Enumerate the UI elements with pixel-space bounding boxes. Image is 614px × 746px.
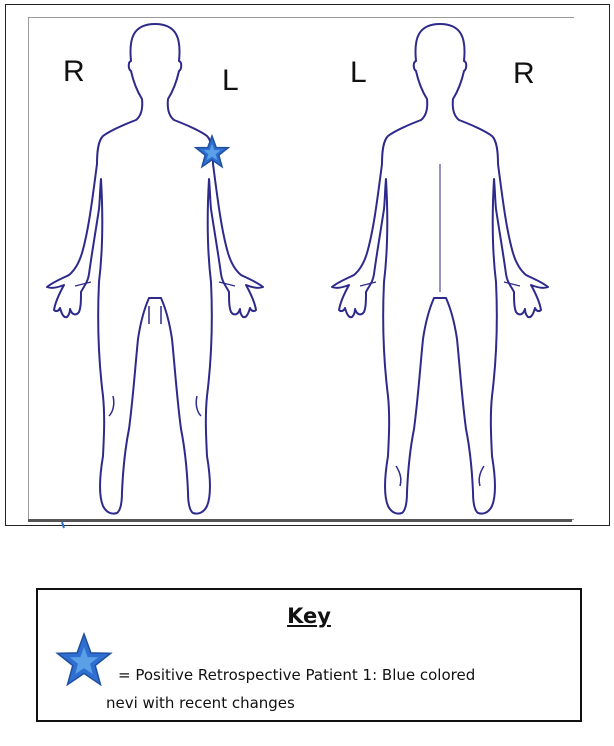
- front-body-outline: [47, 24, 263, 514]
- key-title: Key: [38, 604, 580, 628]
- key-description-line-1: = Positive Retrospective Patient 1: Blue…: [118, 666, 475, 684]
- key-description-line-2: nevi with recent changes: [106, 694, 295, 712]
- key-legend-box: Key = Positive Retrospective Patient 1: …: [36, 588, 582, 722]
- back-body-outline: [332, 24, 548, 514]
- marker-fragment: [62, 522, 64, 528]
- star-icon: [52, 630, 116, 694]
